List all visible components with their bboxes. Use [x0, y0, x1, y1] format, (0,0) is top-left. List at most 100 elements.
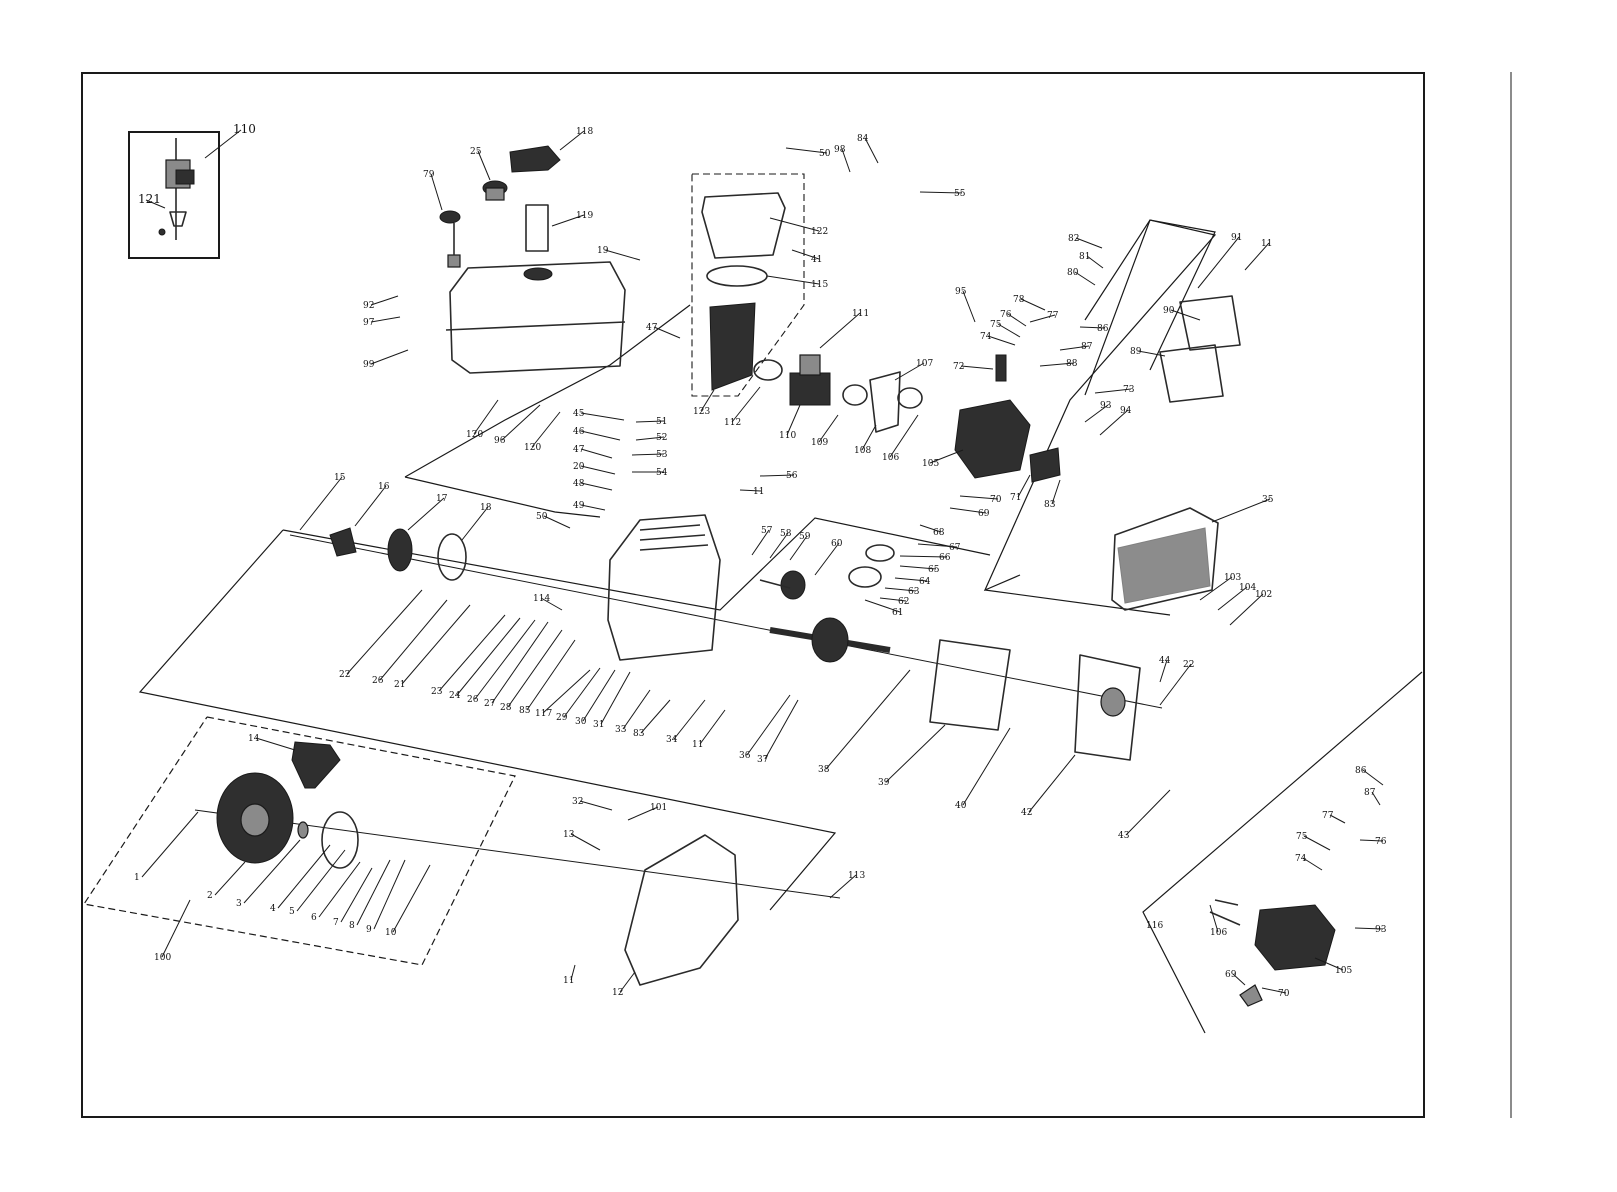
- part-number-label: 110: [779, 431, 796, 441]
- part-number-label: 87: [1081, 342, 1093, 352]
- part-number-label: 94: [1120, 406, 1132, 416]
- leader-line-p17: [407, 497, 445, 531]
- part-number-label: 11: [692, 740, 703, 750]
- part-number-label: 79: [423, 170, 435, 180]
- leader-line-p88: [1039, 362, 1075, 367]
- cylinder-block: [607, 514, 721, 661]
- part-number-label: 50: [536, 512, 548, 522]
- piston: [848, 544, 895, 588]
- part-number-label: 113: [848, 871, 865, 881]
- leader-line-p86a: [1079, 326, 1106, 329]
- leader-line-p121: [145, 199, 166, 209]
- leader-line-p111: [819, 312, 861, 349]
- part-number-label: 78: [1013, 295, 1025, 305]
- part-number-label: 67: [949, 543, 961, 553]
- part-number-label: 3: [236, 899, 242, 909]
- part-number-label: 32: [572, 797, 583, 807]
- cylinder-head: [954, 399, 1031, 479]
- leader-line-p69a: [949, 507, 987, 514]
- leader-line-p60: [814, 542, 840, 576]
- leader-line-p75a: [997, 323, 1021, 338]
- crankcase-group-outline: [138, 529, 837, 911]
- fuel-tank: [445, 261, 626, 374]
- part-number-label: 85: [519, 706, 531, 716]
- leader-line-p33: [622, 689, 651, 730]
- head-group-outline: [983, 219, 1217, 592]
- part-number-label: 76: [1375, 837, 1387, 847]
- ignition-coil: [1029, 447, 1061, 483]
- part-number-label: 73: [1123, 385, 1135, 395]
- leader-line-p26b: [474, 619, 536, 700]
- leader-line-p40: [962, 727, 1011, 806]
- part-number-label: 120: [524, 443, 541, 453]
- leader-line-p51: [635, 420, 665, 423]
- carburetor-inset-box: [128, 131, 220, 259]
- air-cleaner-base: [709, 302, 756, 391]
- leader-line-p11d: [570, 964, 576, 981]
- leader-line-p20: [580, 465, 616, 475]
- leader-line-p105a: [929, 449, 964, 464]
- leader-line-p23: [438, 614, 506, 692]
- leader-line-p105b: [1314, 957, 1344, 971]
- part-number-label: 119: [576, 211, 593, 221]
- leader-line-p27: [491, 621, 549, 704]
- part-number-label: 81: [1079, 252, 1090, 262]
- part-number-label: 46: [573, 427, 585, 437]
- leader-line-p96: [501, 404, 541, 441]
- leader-line-p109: [818, 414, 839, 443]
- leader-line-p21: [401, 604, 471, 685]
- part-number-label: 47: [646, 323, 658, 333]
- starter-pulley: [297, 811, 359, 869]
- part-number-label: 106: [882, 453, 899, 463]
- leader-line-p67: [917, 543, 958, 548]
- leader-line-p55: [919, 191, 963, 194]
- leader-line-p108: [861, 424, 877, 451]
- air-cleaner-cover: [701, 192, 786, 259]
- part-number-label: 43: [1118, 831, 1130, 841]
- leader-line-p49: [580, 504, 606, 511]
- leader-line-p87a: [1059, 345, 1090, 351]
- leader-line-p30: [582, 669, 616, 722]
- fuel-strainer: [525, 204, 549, 252]
- leader-line-p62: [879, 597, 907, 602]
- leader-line-p11c: [699, 709, 726, 745]
- part-number-label: 77: [1322, 811, 1334, 821]
- leader-line-p56: [759, 474, 795, 477]
- leader-line-p106b: [1209, 904, 1219, 933]
- part-number-label: 56: [786, 471, 798, 481]
- part-number-label: 104: [1239, 583, 1256, 593]
- leader-line-p68: [919, 524, 942, 533]
- leader-line-p63: [884, 587, 917, 592]
- part-number-label: 121: [138, 192, 161, 206]
- leader-line-p36: [746, 694, 791, 756]
- leader-line-p2: [214, 861, 246, 896]
- part-number-label: 54: [656, 468, 668, 478]
- part-number-label: 63: [908, 587, 920, 597]
- leader-line-p61: [864, 599, 901, 613]
- part-number-label: 53: [656, 450, 668, 460]
- flywheel-gear: [329, 527, 467, 581]
- part-number-label: 20: [573, 462, 585, 472]
- camshaft: [759, 570, 806, 600]
- leader-line-p91: [1197, 236, 1240, 289]
- part-number-label: 34: [666, 735, 678, 745]
- part-number-label: 58: [780, 529, 792, 539]
- spark-plug: [995, 354, 1007, 382]
- part-number-label: 103: [1224, 573, 1241, 583]
- leader-line-p115: [766, 275, 820, 285]
- leader-line-p11a: [1244, 242, 1270, 271]
- part-number-label: 109: [811, 438, 828, 448]
- part-number-label: 40: [955, 801, 967, 811]
- leader-line-p22a: [346, 589, 423, 675]
- leader-line-p47a: [653, 326, 681, 339]
- leader-line-p76a: [1007, 313, 1027, 327]
- part-number-label: 89: [1130, 347, 1142, 357]
- part-number-label: 64: [919, 577, 931, 587]
- part-number-label: 22: [339, 670, 350, 680]
- muffler: [1111, 507, 1219, 611]
- part-number-label: 41: [811, 255, 822, 265]
- leader-line-p13: [570, 833, 601, 851]
- leader-line-p83a: [1051, 479, 1061, 505]
